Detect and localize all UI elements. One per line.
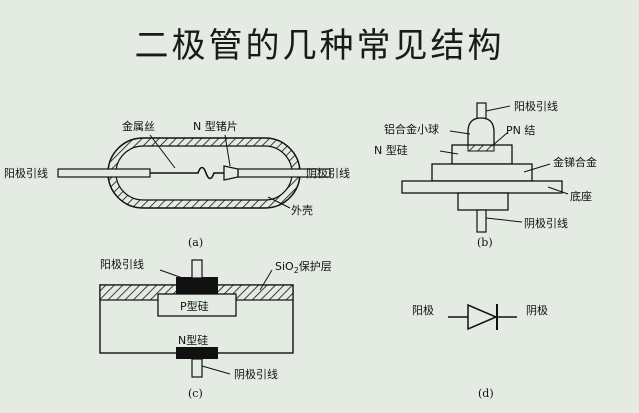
b-pn-junction [467,144,495,152]
diode-triangle-icon [467,303,498,331]
b-base [401,180,563,194]
label-b-pn: PN 结 [506,124,535,137]
label-c-psi: P型硅 [180,299,209,313]
label-b-ausb: 金锑合金 [553,155,597,169]
label-d-cathode: 阴极 [526,303,548,317]
label-a-shell: 外壳 [291,203,313,217]
label-a-cathode: 阴极引线 [306,166,350,180]
label-c-anode: 阳极引线 [100,257,144,271]
page-title: 二极管的几种常见结构 [134,26,505,66]
label-b-base: 底座 [570,189,592,203]
label-b-ball: 铝合金小球 [384,122,439,136]
sio2-main: SiO [275,260,294,273]
sio2-sub: 2 [294,266,299,275]
label-b-nsi: N 型硅 [374,143,408,157]
panel-c: 阳极引线 SiO2保护层 P型硅 N型硅 阴极引线 (c) [99,257,332,400]
c-top-contact [176,277,218,294]
label-a-nge: N 型锗片 [193,119,238,133]
label-b-anode: 阳极引线 [514,99,558,113]
whisker-wire [150,166,224,180]
label-a-wire: 金属丝 [122,119,155,133]
c-cathode-lead [191,358,203,378]
label-a-anode: 阳极引线 [4,166,48,180]
sio2-rest: 保护层 [299,259,332,273]
b-al-ball [467,117,495,147]
anode-lead-wire [57,168,151,178]
caption-b: (b) [477,236,493,249]
c-anode-lead [191,259,203,279]
b-bottom-block [457,192,509,211]
label-c-sio2: SiO2保护层 [275,259,332,275]
b-au-sb [431,163,533,182]
ge-chip [223,165,239,181]
panel-b: 阳极引线 铝合金小球 PN 结 N 型硅 金锑合金 底座 阴极引线 (b) [374,99,597,249]
label-c-cathode: 阴极引线 [234,367,278,381]
panel-a: 阳极引线 金属丝 N 型锗片 阴极引线 外壳 (a) [4,119,350,249]
c-bottom-contact [176,347,218,359]
b-cathode-lead [476,209,487,233]
caption-c: (c) [188,387,203,400]
label-b-cathode: 阴极引线 [524,216,568,230]
label-c-nsi: N型硅 [178,333,208,347]
panel-d: 阳极 阴极 (d) [412,303,548,400]
caption-a: (a) [188,236,203,249]
caption-d: (d) [478,387,494,400]
label-d-anode: 阳极 [412,303,434,317]
